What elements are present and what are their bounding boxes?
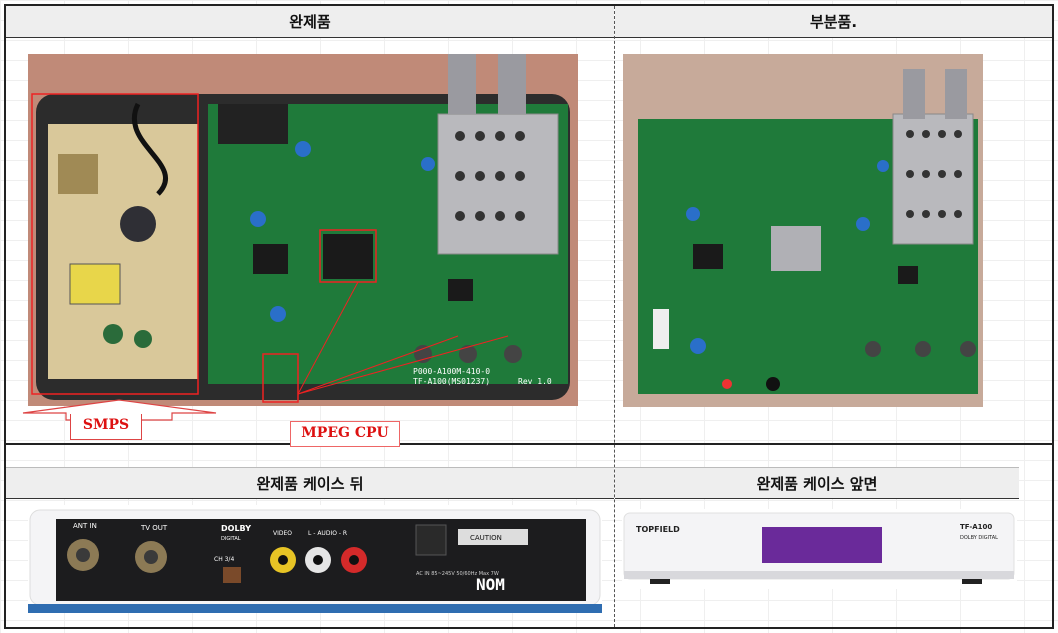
pcb-board-illustration [623, 54, 983, 407]
caution-label: CAUTION [470, 534, 502, 542]
cpu-highlight-box [319, 229, 377, 283]
ch34-label: CH 3/4 [214, 556, 234, 563]
complete-product-illustration: P000-A100M-410-0 TF-A100(MS01237) Rev 1.… [28, 54, 578, 406]
case-back-photo: ANT IN TV OUT DOLBY DIGITAL VIDEO L - AU… [28, 505, 602, 613]
led-highlight-box [262, 353, 299, 403]
dolby-sub-label: DIGITAL [221, 536, 241, 542]
brand-logo: TOPFIELD [636, 525, 680, 534]
case-back-illustration: ANT IN TV OUT DOLBY DIGITAL VIDEO L - AU… [28, 505, 602, 613]
document-table: 완제품 부분품. 완제품 케이스 뒤 완제품 케이스 앞면 [4, 4, 1054, 629]
complete-product-photo: P000-A100M-410-0 TF-A100(MS01237) Rev 1.… [28, 54, 578, 406]
row-divider [6, 443, 1052, 445]
partial-product-photo [623, 54, 983, 407]
header-partial-product: 부분품. [615, 6, 1052, 38]
header-case-back: 완제품 케이스 뒤 [6, 467, 614, 499]
tv-out-label: TV OUT [140, 524, 168, 532]
board-silk-line1: P000-A100M-410-0 [413, 367, 490, 376]
video-label: VIDEO [273, 530, 292, 537]
header-complete-product: 완제품 [6, 6, 614, 38]
dolby-label: DOLBY [221, 524, 251, 533]
dolby-front-label: DOLBY DIGITAL [960, 535, 998, 541]
header-case-front: 완제품 케이스 앞면 [615, 467, 1019, 499]
model-label: TF-A100 [960, 523, 992, 531]
audio-label: L - AUDIO - R [308, 530, 347, 537]
smps-highlight-box [31, 93, 199, 395]
case-front-illustration: TOPFIELD TF-A100 DOLBY DIGITAL [622, 509, 1017, 589]
power-rating-label: AC IN 85~245V 50/60Hz Max 7W [416, 571, 499, 577]
mpeg-cpu-label: MPEG CPU [290, 421, 400, 447]
smps-label: SMPS [70, 414, 142, 440]
nom-mark: NOM [476, 575, 505, 594]
column-divider [614, 6, 615, 627]
board-silk-rev: Rev 1.0 [518, 377, 552, 386]
board-silk-line2: TF-A100(MS01237) [413, 377, 490, 386]
case-front-photo: TOPFIELD TF-A100 DOLBY DIGITAL [622, 509, 1017, 589]
ant-in-label: ANT IN [73, 522, 97, 530]
